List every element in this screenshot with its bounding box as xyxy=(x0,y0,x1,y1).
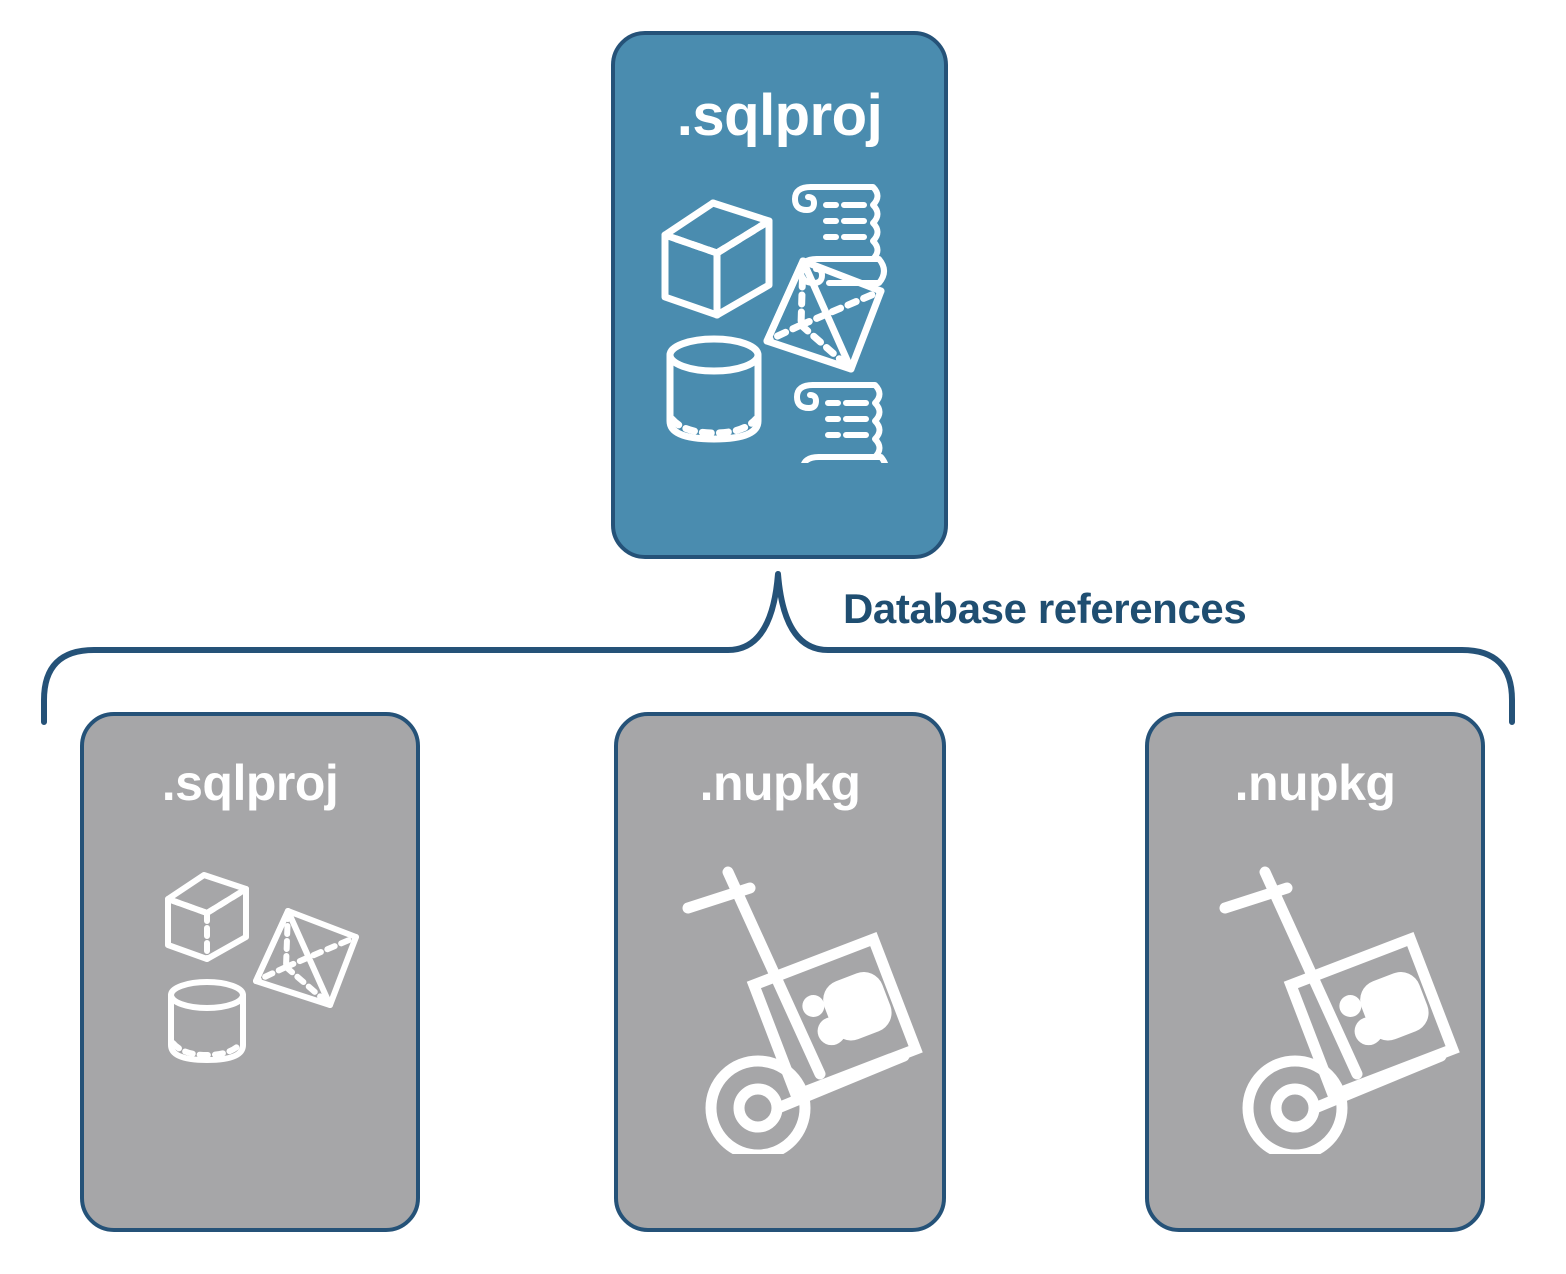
pyramid-icon xyxy=(763,257,885,373)
child-nupkg-1-icon-cluster xyxy=(660,864,940,1161)
node-parent-sqlproj[interactable]: .sqlproj xyxy=(611,31,948,559)
node-child-nupkg-2-label: .nupkg xyxy=(1234,755,1396,811)
node-child-sqlproj-label: .sqlproj xyxy=(161,755,339,811)
cylinder-icon xyxy=(168,979,246,1063)
brace-path xyxy=(41,571,1515,725)
scroll-icon xyxy=(792,184,887,286)
hand-truck-package-icon xyxy=(1219,866,1447,1161)
node-child-sqlproj[interactable]: .sqlproj xyxy=(80,712,420,1232)
child-sqlproj-icon-cluster xyxy=(156,861,371,1076)
package-box-icon xyxy=(1283,931,1460,1103)
child-sqlproj-icons-svg xyxy=(165,872,359,1063)
node-parent-label: .sqlproj xyxy=(676,83,883,148)
package-box-icon xyxy=(746,931,923,1103)
parent-icons-svg xyxy=(661,184,889,484)
cube-icon xyxy=(661,199,773,319)
scroll-icon xyxy=(794,382,889,484)
cylinder-icon xyxy=(666,335,762,443)
parent-icon-cluster xyxy=(651,173,921,484)
node-child-nupkg-1[interactable]: .nupkg xyxy=(614,712,946,1232)
hand-truck-package-svg xyxy=(682,866,923,1161)
hand-truck-package-icon xyxy=(682,866,910,1161)
node-child-nupkg-1-label: .nupkg xyxy=(699,755,861,811)
hand-truck-package-svg xyxy=(1219,866,1460,1161)
child-nupkg-2-icon-cluster xyxy=(1197,864,1477,1161)
cube-icon xyxy=(165,872,249,962)
pyramid-icon xyxy=(253,908,359,1008)
connector-label: Database references xyxy=(843,585,1247,632)
node-child-nupkg-2[interactable]: .nupkg xyxy=(1145,712,1485,1232)
